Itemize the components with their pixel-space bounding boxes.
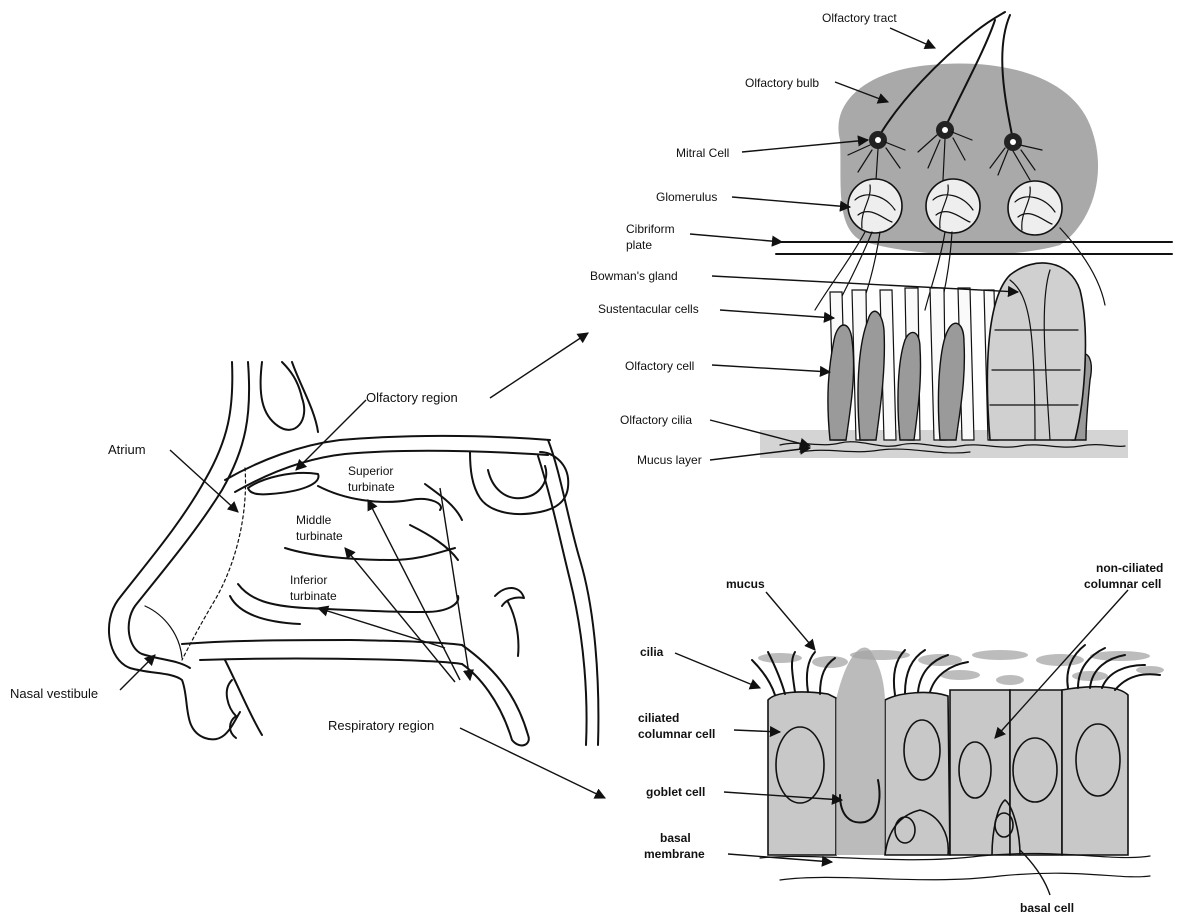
label-cribriform-plate-1: Cibriform (626, 222, 675, 236)
label-non-ciliated-1: non-ciliated (1096, 561, 1163, 575)
label-superior-turbinate-2: turbinate (348, 480, 395, 494)
label-bowmans-gland: Bowman's gland (590, 269, 678, 283)
label-cribriform-plate-2: plate (626, 238, 652, 252)
label-basal-membrane-1: basal (660, 831, 691, 845)
label-non-ciliated-2: columnar cell (1084, 577, 1161, 591)
label-mucus: mucus (726, 577, 765, 591)
label-respiratory-region: Respiratory region (328, 718, 434, 733)
label-ciliated-columnar-1: ciliated (638, 711, 679, 725)
goblet-cell-shape (836, 647, 885, 855)
label-middle-turbinate-2: turbinate (296, 529, 343, 543)
olfactory-epithelium-drawing (760, 12, 1172, 458)
label-superior-turbinate-1: Superior (348, 464, 393, 478)
columnar-cells (768, 687, 1128, 855)
label-cilia: cilia (640, 645, 664, 659)
label-inferior-turbinate-2: turbinate (290, 589, 337, 603)
mucus-layer-shapes (758, 650, 1164, 685)
label-basal-membrane-2: membrane (644, 847, 705, 861)
label-ciliated-columnar-2: columnar cell (638, 727, 715, 741)
nasal-cavity-labels: Atrium Olfactory region Superior turbina… (10, 390, 458, 733)
label-olfactory-cell: Olfactory cell (625, 359, 694, 373)
label-middle-turbinate-1: Middle (296, 513, 332, 527)
label-mitral-cell: Mitral Cell (676, 146, 729, 160)
label-glomerulus: Glomerulus (656, 190, 717, 204)
label-olfactory-cilia: Olfactory cilia (620, 413, 692, 427)
label-basal-cell: basal cell (1020, 901, 1074, 915)
label-inferior-turbinate-1: Inferior (290, 573, 327, 587)
nasal-cavity-drawing (109, 362, 598, 745)
label-olfactory-bulb: Olfactory bulb (745, 76, 819, 90)
label-atrium: Atrium (108, 442, 146, 457)
label-nasal-vestibule: Nasal vestibule (10, 686, 98, 701)
bowmans-gland-shape (987, 263, 1085, 440)
glomeruli (848, 179, 1062, 235)
label-sustentacular-cells: Sustentacular cells (598, 302, 699, 316)
label-olfactory-region: Olfactory region (366, 390, 458, 405)
label-goblet-cell: goblet cell (646, 785, 705, 799)
label-olfactory-tract: Olfactory tract (822, 11, 897, 25)
label-mucus-layer: Mucus layer (637, 453, 702, 467)
respiratory-epithelium-drawing (752, 645, 1164, 880)
